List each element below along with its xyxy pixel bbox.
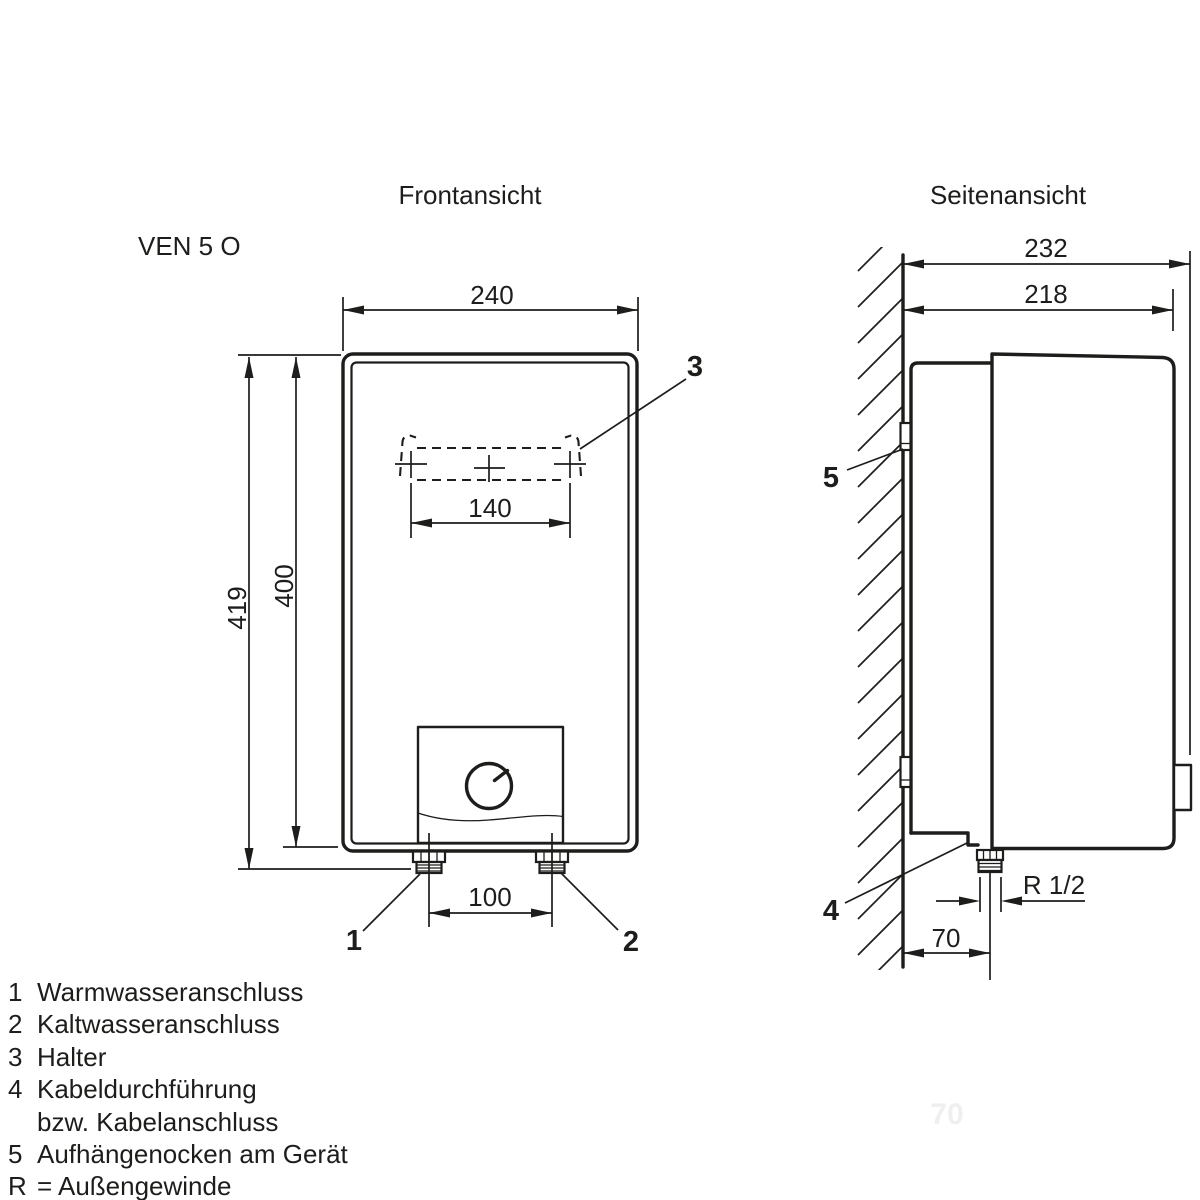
leader-line-1 xyxy=(362,873,421,932)
legend: 1 Warmwasseranschluss 2 Kaltwasseranschl… xyxy=(8,976,348,1200)
legend-num: 1 xyxy=(8,977,23,1007)
screw-cross-left xyxy=(395,451,427,478)
side-water-connection xyxy=(975,848,1005,980)
side-cover-tab xyxy=(1172,763,1193,812)
side-view: Seitenansicht xyxy=(823,180,1193,980)
leader-line-2 xyxy=(560,872,619,931)
dim-400-label: 400 xyxy=(269,564,299,607)
legend-text: bzw. Kabelanschluss xyxy=(37,1106,279,1137)
wall xyxy=(857,247,905,970)
legend-row: R = Außengewinde xyxy=(8,1170,348,1200)
side-view-title: Seitenansicht xyxy=(930,180,1087,210)
legend-text: Kaltwasseranschluss xyxy=(37,1009,280,1040)
callout-cold-water: 2 xyxy=(560,872,639,958)
dim-wall-offset-70: 70 xyxy=(903,923,990,958)
knob-pointer xyxy=(492,768,510,783)
control-panel xyxy=(416,725,565,845)
dim-70-label: 70 xyxy=(932,923,961,953)
legend-text: Kabeldurchführung xyxy=(37,1074,257,1105)
legend-text: Warmwasseranschluss xyxy=(37,977,304,1007)
dim-419-label: 419 xyxy=(222,586,252,629)
dim-218-label: 218 xyxy=(1024,279,1067,309)
callout-5-label: 5 xyxy=(823,462,839,494)
callout-hanging-cam: 5 xyxy=(823,448,904,494)
dim-232-label: 232 xyxy=(1024,233,1067,263)
mounting-bracket-dashed xyxy=(395,434,586,482)
dim-connections-100: 100 xyxy=(428,833,553,927)
dim-240-label: 240 xyxy=(470,280,513,310)
callout-bracket: 3 xyxy=(579,351,703,450)
callout-4-label: 4 xyxy=(823,895,839,927)
legend-num xyxy=(8,1106,37,1138)
hanging-cam-bottom xyxy=(899,755,912,789)
dim-bracket-140: 140 xyxy=(410,483,571,538)
dim-height-419: 419 xyxy=(222,354,411,870)
side-body-rear xyxy=(909,361,993,847)
legend-num: R xyxy=(8,1171,27,1200)
dim-100-label: 100 xyxy=(468,882,511,912)
front-view-title: Frontansicht xyxy=(398,180,542,210)
temperature-knob xyxy=(464,761,514,811)
callout-warm-water: 1 xyxy=(346,873,421,957)
legend-num: 4 xyxy=(8,1074,23,1105)
legend-row: 1 Warmwasseranschluss xyxy=(8,976,348,1008)
dim-depth-218: 218 xyxy=(903,279,1174,331)
legend-row: bzw. Kabelanschluss xyxy=(8,1106,348,1138)
bracket-hook-left xyxy=(398,434,417,477)
callout-2-label: 2 xyxy=(623,926,639,958)
leader-line-5 xyxy=(846,448,904,471)
callout-3-label: 3 xyxy=(687,351,703,383)
legend-text: Aufhängenocken am Gerät xyxy=(37,1139,348,1170)
front-view: Frontansicht VEN 5 O xyxy=(138,180,703,958)
bracket-hook-right xyxy=(564,434,583,477)
callout-1-label: 1 xyxy=(346,925,362,957)
legend-num: 3 xyxy=(8,1041,23,1072)
dim-thread-r12: R 1/2 xyxy=(936,870,1085,912)
dim-140-label: 140 xyxy=(468,493,511,523)
ghost-watermark-70: 70 xyxy=(930,1098,963,1131)
hanging-cam-top xyxy=(899,421,912,452)
leader-line-4 xyxy=(844,842,968,904)
callout-cable: 4 xyxy=(823,842,968,927)
panel-wave-line xyxy=(417,812,564,822)
legend-num: 2 xyxy=(8,1009,23,1040)
legend-row: 5 Aufhängenocken am Gerät xyxy=(8,1138,348,1170)
legend-row: 3 Halter xyxy=(8,1041,348,1073)
legend-row: 4 Kabeldurchführung xyxy=(8,1073,348,1105)
legend-text: = Außengewinde xyxy=(37,1171,232,1200)
wall-hatching xyxy=(857,247,904,970)
legend-text: Halter xyxy=(37,1041,107,1072)
side-cover xyxy=(990,352,1193,851)
dim-height-400: 400 xyxy=(269,357,338,848)
thread-label: R 1/2 xyxy=(1023,870,1085,900)
dim-depth-232: 232 xyxy=(903,233,1191,755)
model-label: VEN 5 O xyxy=(138,231,241,261)
leader-line-3 xyxy=(579,378,687,450)
dim-width-240: 240 xyxy=(342,280,639,351)
legend-num: 5 xyxy=(8,1139,23,1170)
legend-row: 2 Kaltwasseranschluss xyxy=(8,1008,348,1040)
screw-cross-center xyxy=(474,455,505,482)
screw-cross-right xyxy=(554,451,586,478)
